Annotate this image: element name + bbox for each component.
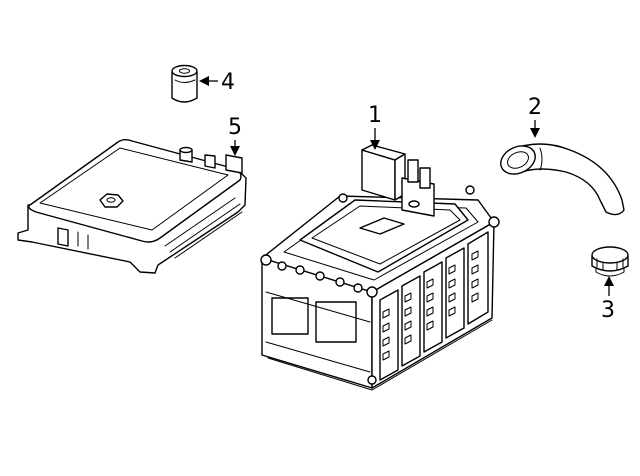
part-2-hose <box>500 143 625 216</box>
callout-4: 4 <box>221 70 235 95</box>
arrowhead-2 <box>530 128 540 138</box>
callout-1: 1 <box>368 103 382 128</box>
arrowhead-1 <box>370 140 380 150</box>
arrowhead-5 <box>230 146 240 156</box>
callout-2: 2 <box>528 95 542 120</box>
part-1-inverter-block <box>260 144 500 391</box>
part-5-control-module <box>17 139 247 274</box>
callout-5: 5 <box>228 115 242 140</box>
arrowhead-3 <box>604 276 614 286</box>
part-4-cylinder <box>171 64 198 103</box>
part-3-cap <box>591 246 629 277</box>
callout-3: 3 <box>601 298 615 323</box>
arrowhead-4 <box>199 76 209 86</box>
